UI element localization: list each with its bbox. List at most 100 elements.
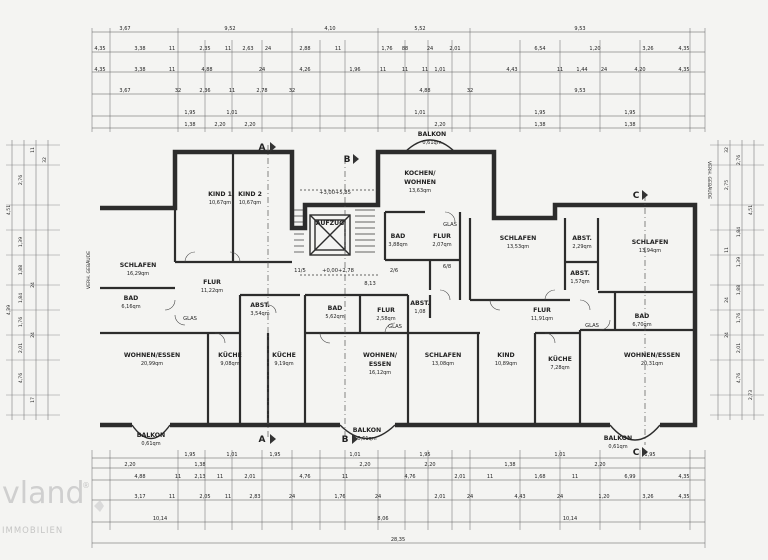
dim-label: 4,20 xyxy=(634,67,645,73)
room-schlafen-right-area: 13,94qm xyxy=(639,248,661,254)
room-kochen-name: KOCHEN/ xyxy=(404,170,436,177)
stair-steps-2: 2/6 xyxy=(390,268,398,274)
room-kind-area: 10,89qm xyxy=(495,361,517,367)
logo-registered-mark: ® xyxy=(82,481,91,490)
dim-label: 1,95 xyxy=(624,110,635,116)
dim-label: 4,35 xyxy=(678,67,689,73)
room-bad-center-area: 5,62qm xyxy=(325,314,344,320)
room-essen-center-name: ESSEN xyxy=(369,361,391,368)
dim-label: 1,38 xyxy=(194,462,205,468)
dim-label: 4,39 xyxy=(6,305,12,315)
room-schlafen-left-area: 16,29qm xyxy=(127,271,149,277)
room-bad-center-top-area: 3,88qm xyxy=(388,242,407,248)
left-dimension-labels: 4,51 2,76 11 32 1,39 1,88 24 1,84 4,39 1… xyxy=(6,147,48,403)
room-bad-right-area: 6,70qm xyxy=(632,322,651,328)
dim-label: 1,95 xyxy=(184,452,195,458)
dim-label: 32 xyxy=(724,147,730,153)
dim-label: 11 xyxy=(30,147,36,153)
room-flur-left-area: 11,22qm xyxy=(201,288,223,294)
room-balkon-left-name: BALKON xyxy=(137,432,165,439)
dim-label: 1,95 xyxy=(419,452,430,458)
dim-label: 2,20 xyxy=(244,122,255,128)
neighbor-building-left-label: VERH. GEBÄUDE xyxy=(85,251,92,289)
dim-label: 11 xyxy=(169,494,175,500)
room-bad-left-area: 6,16qm xyxy=(121,304,140,310)
dim-label: 3,26 xyxy=(642,494,653,500)
dim-label: 11 xyxy=(422,67,428,73)
dim-label: 2,35 xyxy=(199,46,210,52)
room-balkon-center-area: 0,61qm xyxy=(357,436,376,442)
room-kind-1-name: KIND 1 xyxy=(208,191,232,198)
room-kueche-left-name: KÜCHE xyxy=(218,350,242,359)
dim-label: 11 xyxy=(217,474,223,480)
room-kueche-right-name: KÜCHE xyxy=(548,354,572,363)
dim-label: 4,88 xyxy=(134,474,145,480)
dim-label: 2,13 xyxy=(194,474,205,480)
dim-label: 4,76 xyxy=(18,373,24,383)
room-schlafen-bottom-name: SCHLAFEN xyxy=(425,352,462,359)
room-balkon-top-area: 0,61qm xyxy=(422,140,441,146)
dim-label: 4,43 xyxy=(514,494,525,500)
dim-label: 2,01 xyxy=(454,474,465,480)
room-flur-center-top-name: FLUR xyxy=(433,233,451,240)
dim-label: 11 xyxy=(557,67,563,73)
dim-label: 2,20 xyxy=(594,462,605,468)
dim-label: 24 xyxy=(30,282,36,288)
room-abst-right-top-area: 2,29qm xyxy=(572,244,591,250)
room-flur-center-top-area: 2,07qm xyxy=(432,242,451,248)
dim-label: 11 xyxy=(487,474,493,480)
dim-label: 11 xyxy=(380,67,386,73)
dim-label: 32 xyxy=(175,88,181,94)
dim-label: 4,76 xyxy=(299,474,310,480)
room-kind-name: KIND xyxy=(497,352,514,359)
dim-label: 11 xyxy=(169,67,175,73)
room-balkon-left-area: 0,61qm xyxy=(141,441,160,447)
dim-label: 1,95 xyxy=(644,452,655,458)
dim-label: 1,76 xyxy=(381,46,392,52)
dim-label: 24 xyxy=(724,297,730,303)
dim-label: 2,20 xyxy=(124,462,135,468)
room-flur-right-area: 11,91qm xyxy=(531,316,553,322)
room-abst-right-mid-area: 1,57qm xyxy=(570,279,589,285)
dim-label: 4,76 xyxy=(404,474,415,480)
room-schlafen-center-area: 13,53qm xyxy=(507,244,529,250)
room-wohnen-essen-right-area: 20,31qm xyxy=(641,361,663,367)
dim-label: 11 xyxy=(335,46,341,52)
section-mark-c-top: C xyxy=(633,191,640,201)
dim-label: 24 xyxy=(427,46,433,52)
dim-label: 1,88 xyxy=(736,285,742,295)
dim-label: 1,01 xyxy=(554,452,565,458)
dim-label: 1,01 xyxy=(349,452,360,458)
dim-label: 2,01 xyxy=(244,474,255,480)
dim-label: 8,06 xyxy=(377,516,388,522)
room-labels: KIND 1 10,67qm KIND 2 10,67qm AUFZUG KOC… xyxy=(120,131,680,450)
dim-label: 2,78 xyxy=(256,88,267,94)
section-mark-c-bottom: C xyxy=(633,448,640,458)
dim-label: 3,38 xyxy=(134,46,145,52)
dim-label: 2,75 xyxy=(724,180,730,190)
dim-label: 1,95 xyxy=(269,452,280,458)
dim-label: 4,51 xyxy=(748,205,754,215)
door-swings xyxy=(164,211,611,344)
stair-level-upper: +3,00+5,85 xyxy=(319,190,351,196)
dim-label: 2,88 xyxy=(299,46,310,52)
dim-label: 1,95 xyxy=(534,110,545,116)
room-schlafen-left-name: SCHLAFEN xyxy=(120,262,157,269)
glas-label: GLAS xyxy=(388,324,402,330)
room-aufzug-name: AUFZUG xyxy=(316,220,344,227)
dim-label: 4,10 xyxy=(324,26,335,32)
dim-label: 1,20 xyxy=(589,46,600,52)
side-dimension-chains xyxy=(6,140,764,420)
dim-label: 24 xyxy=(30,332,36,338)
dim-label: 1,76 xyxy=(18,317,24,327)
dim-label: 3,17 xyxy=(134,494,145,500)
dim-label: 24 xyxy=(601,67,607,73)
room-abst-center-area: 1,08 xyxy=(414,309,425,315)
dim-label: 6,54 xyxy=(534,46,545,52)
dim-label: 24 xyxy=(467,494,473,500)
dim-label: 2,01 xyxy=(449,46,460,52)
stair-value: 8,13 xyxy=(364,281,376,287)
room-abst-left-area: 3,54qm xyxy=(250,311,269,317)
dim-label: 2,76 xyxy=(18,175,24,185)
